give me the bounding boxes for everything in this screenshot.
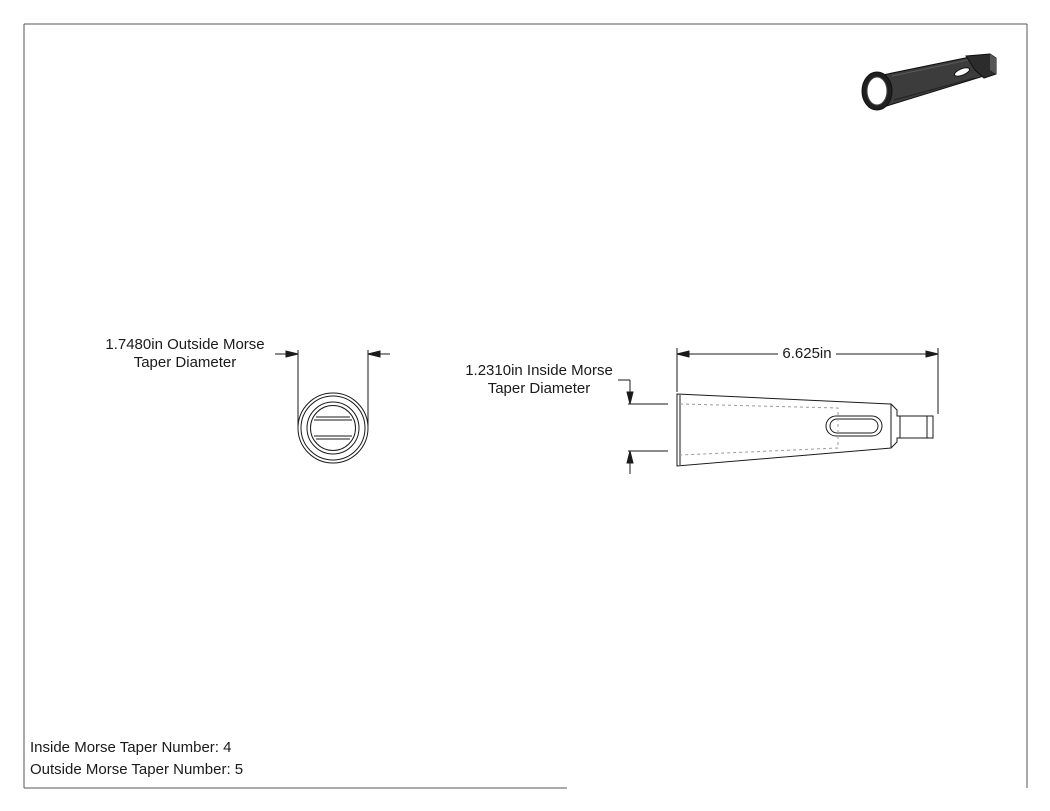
outside-diameter-label-line1: 1.7480in Outside Morse (105, 336, 265, 353)
inside-diameter-label-line1: 1.2310in Inside Morse (465, 362, 613, 379)
inside-diameter-dimension (618, 379, 668, 474)
outside-diameter-label-line2: Taper Diameter (133, 354, 237, 371)
outside-taper-note: Outside Morse Taper Number: 5 (30, 761, 244, 778)
length-label: 6.625in (782, 345, 832, 362)
inside-diameter-label-line2: Taper Diameter (487, 380, 591, 397)
front-view (297, 392, 369, 464)
outside-diameter-label: 1.7480in Outside Morse Taper Diameter (94, 336, 276, 372)
sheet-border (23, 23, 1028, 789)
outside-diameter-dimension (275, 350, 390, 426)
length-dimension (676, 348, 939, 414)
side-view (676, 393, 934, 467)
isometric-view (861, 53, 997, 111)
inside-taper-note: Inside Morse Taper Number: 4 (30, 739, 232, 756)
inside-diameter-label: 1.2310in Inside Morse Taper Diameter (454, 362, 624, 398)
